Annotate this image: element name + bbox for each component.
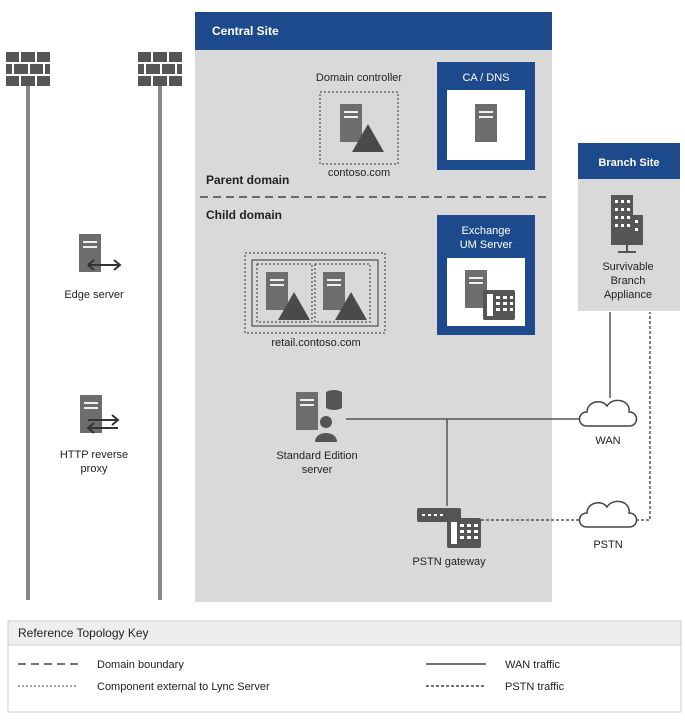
retail-pool-outer (244, 252, 386, 334)
key-pstn-traffic-label: PSTN traffic (505, 681, 565, 693)
connections (346, 312, 651, 521)
central-site-header (195, 12, 552, 50)
retail-pool-inner (251, 259, 379, 327)
retail-server-box (256, 263, 313, 323)
central-site-title: Central Site (212, 24, 279, 38)
sba-label-line1: Survivable (602, 261, 653, 273)
key-wan-traffic-label: WAN traffic (505, 659, 561, 671)
topology-key: Reference Topology Key Domain boundary C… (7, 620, 682, 713)
wan-label: WAN (595, 435, 620, 447)
edge-server-label: Edge server (64, 289, 124, 301)
standard-edition-label-line1: Standard Edition (276, 450, 357, 462)
pstn-cloud: PSTN (578, 500, 638, 551)
proxy-arrows-icon (86, 414, 120, 434)
sba-label-line3: Appliance (604, 289, 652, 301)
key-title: Reference Topology Key (18, 626, 149, 640)
branch-site-title: Branch Site (598, 157, 659, 169)
parent-domain-name: contoso.com (328, 167, 390, 179)
proxy-label-line2: proxy (81, 463, 108, 475)
exchange-title-line1: Exchange (462, 225, 511, 237)
arrows-icon (87, 259, 122, 271)
exchange-title-line2: UM Server (460, 239, 513, 251)
http-reverse-proxy: HTTP reverse proxy (60, 395, 128, 475)
ca-dns-title: CA / DNS (462, 72, 509, 84)
child-domain-label: Child domain (206, 208, 282, 222)
sba-label-line2: Branch (611, 275, 646, 287)
retail-server-icon (323, 272, 367, 320)
central-site: Central Site Domain controller contoso.c… (195, 12, 552, 602)
pstn-label: PSTN (593, 539, 622, 551)
standard-edition-label-line2: server (302, 464, 333, 476)
cloud-icon (578, 399, 638, 427)
parent-domain-label: Parent domain (206, 173, 289, 187)
domain-controller-box (319, 91, 399, 165)
um-server-icon (465, 270, 515, 320)
branch-site: Branch Site Survivable Branch Appliance (578, 143, 680, 311)
firewall-left (6, 52, 50, 600)
server-icon (475, 104, 497, 142)
edge-server: Edge server (64, 234, 124, 301)
domain-controller-label: Domain controller (316, 72, 403, 84)
proxy-label-line1: HTTP reverse (60, 449, 128, 461)
retail-server-icon (266, 272, 310, 320)
branch-site-header (578, 143, 680, 179)
domain-controller-icon (340, 104, 384, 152)
survivable-branch-appliance-icon (611, 195, 643, 253)
firewall-icon (138, 52, 182, 86)
cloud-icon (578, 500, 638, 528)
pstn-gateway-label: PSTN gateway (412, 556, 486, 568)
wan-cloud: WAN (578, 399, 638, 447)
standard-edition-icon (296, 390, 342, 442)
retail-domain-name: retail.contoso.com (271, 337, 360, 349)
firewall-icon (6, 52, 50, 86)
firewall-right (138, 52, 182, 600)
key-domain-boundary-label: Domain boundary (97, 659, 184, 671)
key-header (7, 620, 682, 646)
pstn-gateway-icon (417, 508, 481, 548)
retail-server-box (314, 263, 371, 323)
key-component-external-label: Component external to Lync Server (97, 681, 270, 693)
branch-pstn-link (636, 312, 651, 521)
key-body (7, 644, 682, 713)
